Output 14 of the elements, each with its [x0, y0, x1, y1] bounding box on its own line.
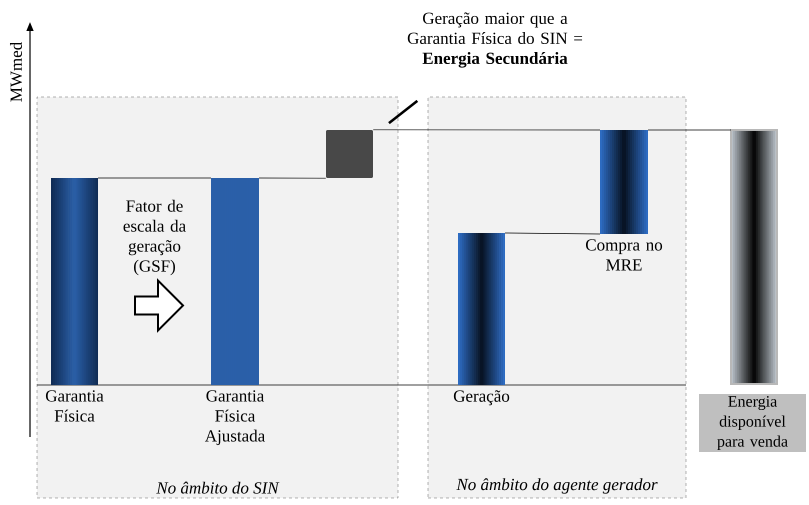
connector-line	[372, 129, 600, 130]
bar-label: Geração	[454, 390, 510, 406]
bar	[730, 129, 778, 385]
connector-line	[504, 232, 600, 234]
callout-text: Geração maior que a Garantia Física do SIN = Energia Secundária	[408, 12, 582, 68]
edge-label: Fator de escala da geração (GSF)	[124, 200, 186, 276]
square-block	[326, 130, 373, 178]
axis-label: MWmed	[10, 42, 22, 102]
bar-label: Garantia Física Ajustada	[204, 390, 265, 446]
bar-label: Garantia Física	[46, 390, 104, 422]
leader-line	[388, 100, 418, 124]
connector-line	[258, 178, 326, 179]
label-box: Energia disponível para venda	[699, 394, 806, 452]
bar-label: Compra no MRE	[586, 239, 662, 270]
